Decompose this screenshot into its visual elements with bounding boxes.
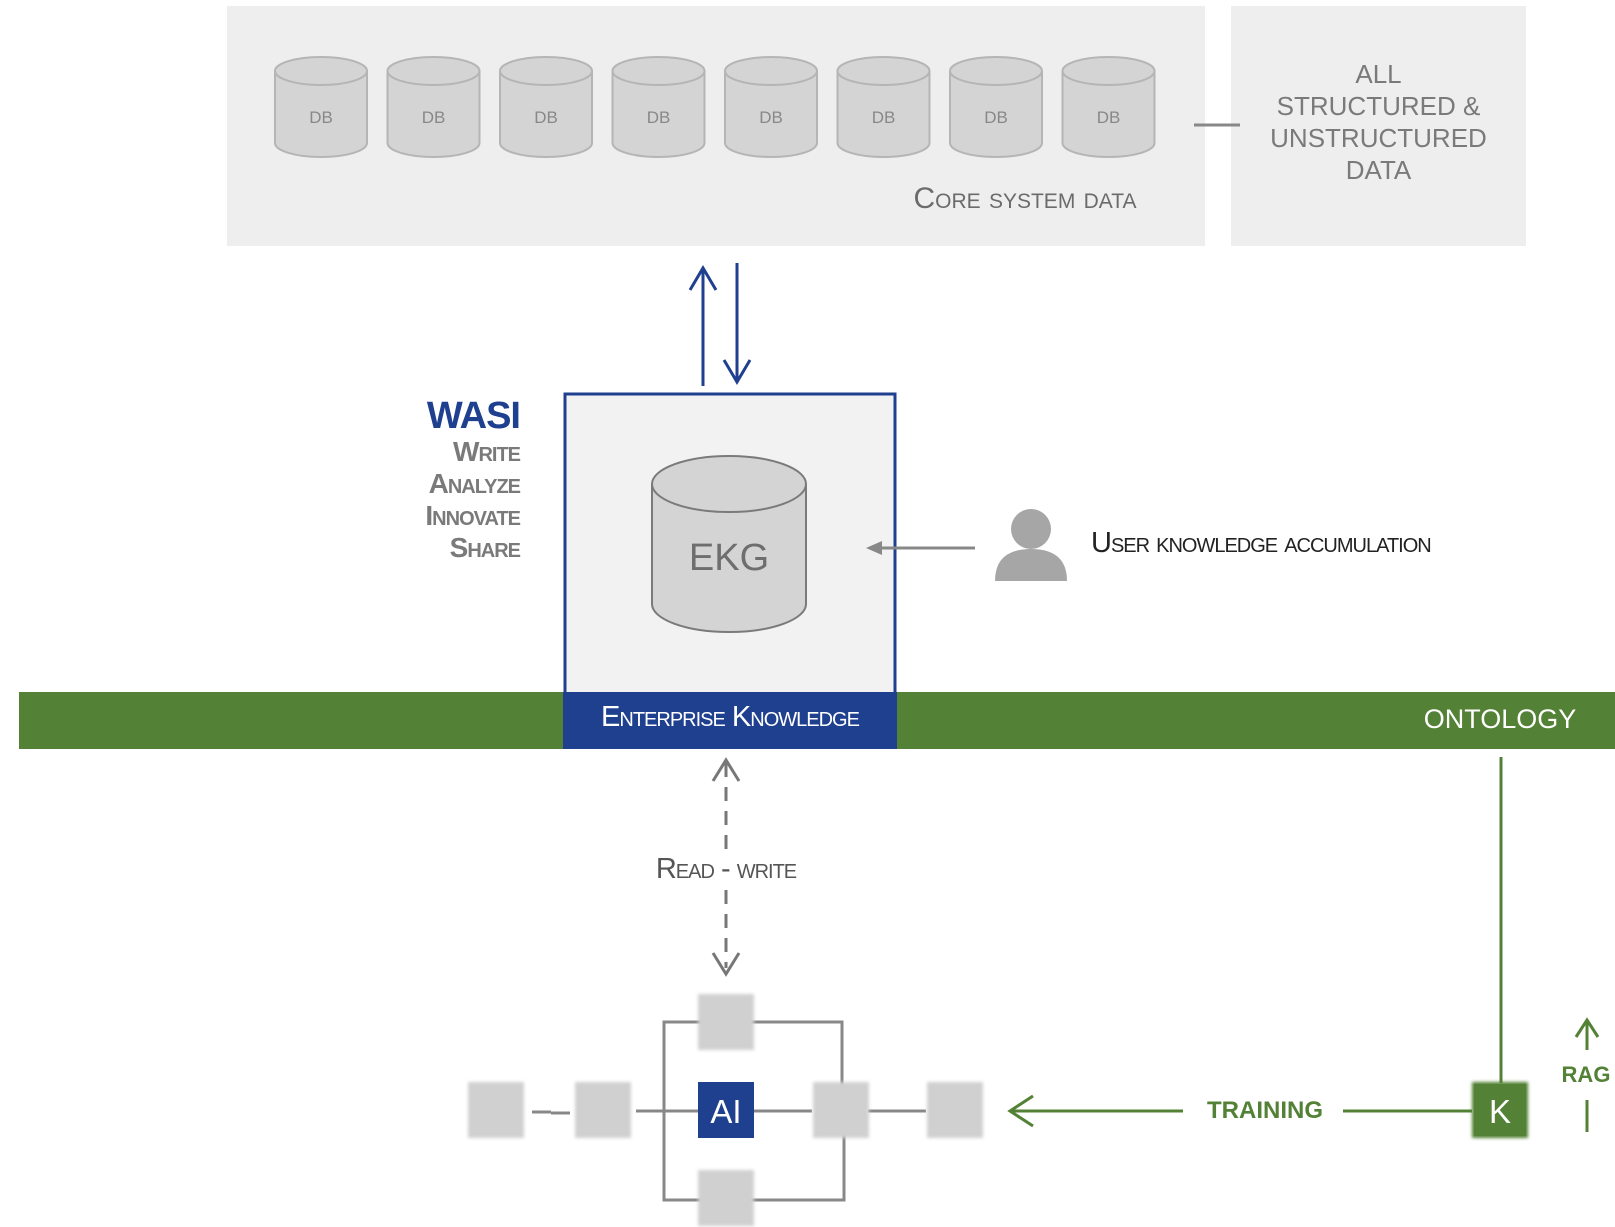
training-label: TRAINING: [1207, 1097, 1323, 1124]
db-cylinder: DB: [499, 56, 593, 158]
core-ekg-arrows: [688, 263, 752, 386]
db-label: DB: [1097, 108, 1121, 127]
read-write-label: Read - write: [655, 853, 797, 885]
db-cylinder: DB: [386, 56, 481, 158]
wasi-item-analyze: Analyze: [428, 468, 521, 499]
rag-arrow: [1574, 1017, 1600, 1132]
wasi-item-write: Write: [453, 436, 521, 467]
core-system-data-caption: Core system data: [913, 182, 1137, 215]
read-write-arrow: [711, 757, 741, 977]
k-label: K: [1488, 1093, 1511, 1130]
ai-label: AI: [710, 1093, 742, 1130]
structured-data-line: UNSTRUCTURED: [1270, 123, 1487, 153]
user-knowledge-label: User knowledge accumulation: [1091, 527, 1432, 559]
structured-data-line: ALL: [1355, 59, 1402, 89]
db-cylinder: DB: [949, 56, 1043, 158]
structured-data-line: DATA: [1345, 155, 1412, 185]
ekg-label: EKG: [688, 537, 770, 579]
enterprise-knowledge-label: Enterprise Knowledge: [601, 701, 860, 733]
ai-node-far-right: [927, 1082, 983, 1138]
ai-node-right: [813, 1082, 869, 1138]
enterprise-knowledge-band: [563, 692, 897, 749]
structured-data-line: STRUCTURED &: [1276, 91, 1481, 121]
db-cylinder: DB: [724, 56, 818, 158]
db-label: DB: [309, 108, 333, 127]
wasi-title: WASI: [426, 395, 521, 437]
ai-network: [468, 994, 983, 1226]
db-label: DB: [759, 108, 783, 127]
rag-label: RAG: [1561, 1062, 1611, 1087]
ai-node-far-left: [468, 1082, 524, 1138]
db-label: DB: [872, 108, 896, 127]
training-arrow: [1007, 1094, 1472, 1128]
db-cylinder: DB: [1061, 56, 1156, 158]
user-to-ekg-arrow: [866, 541, 975, 555]
wasi-item-share: Share: [449, 532, 521, 563]
db-label: DB: [984, 108, 1008, 127]
db-label: DB: [422, 108, 446, 127]
ontology-label: ONTOLOGY: [1423, 704, 1577, 734]
wasi-item-innovate: Innovate: [425, 500, 521, 531]
db-label: DB: [534, 108, 558, 127]
db-label: DB: [647, 108, 671, 127]
ai-node-bottom: [698, 1170, 754, 1226]
ai-node-top: [698, 994, 754, 1050]
ai-node-left: [575, 1082, 631, 1138]
user-avatar-icon: [995, 509, 1067, 581]
db-cylinder: DB: [836, 56, 931, 158]
wasi-list: Write Analyze Innovate Share: [360, 436, 521, 564]
ekg-cylinder: [651, 455, 807, 633]
db-cylinder: DB: [611, 56, 706, 158]
structured-data-text: ALL STRUCTURED & UNSTRUCTURED DATA: [1231, 58, 1526, 186]
ai-node-center: [698, 1082, 754, 1138]
db-cylinder-row: DB DB DB DB DB DB DB DB: [274, 56, 1156, 158]
db-cylinder: DB: [274, 56, 368, 158]
structured-unstructured-data-panel: [1231, 6, 1526, 246]
